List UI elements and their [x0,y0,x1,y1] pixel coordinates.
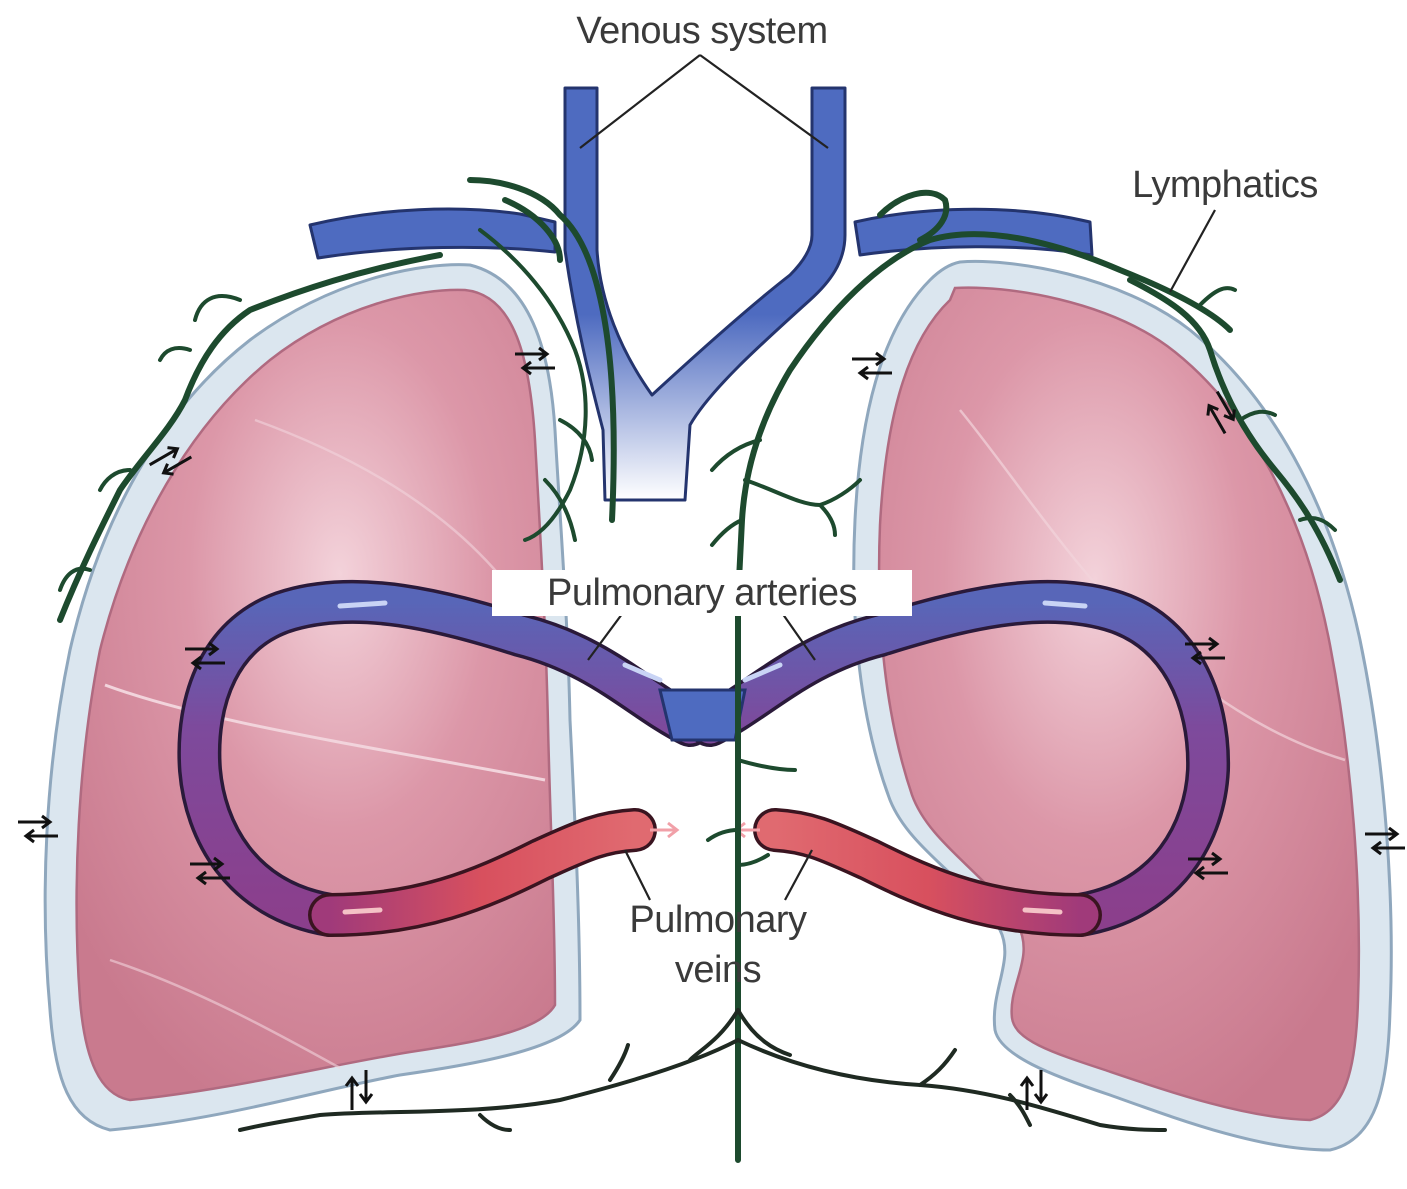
venous-system-leader-right [700,55,828,148]
venous-system-label: Venous system [576,10,827,52]
lymphatics-leader [1170,210,1215,292]
right-lung [879,288,1359,1120]
lymphatics-label: Lymphatics [1132,164,1318,206]
pulmonary-veins-leader-right [785,850,812,900]
pulmonary-arteries-label: Pulmonary arteries [547,572,857,614]
left-lung [77,290,555,1100]
pulmonary-veins-label-line1: Pulmonary [629,899,807,941]
pulmonary-veins-label-line2: veins [675,949,761,991]
pulmonary-veins-leader-left [625,850,650,900]
